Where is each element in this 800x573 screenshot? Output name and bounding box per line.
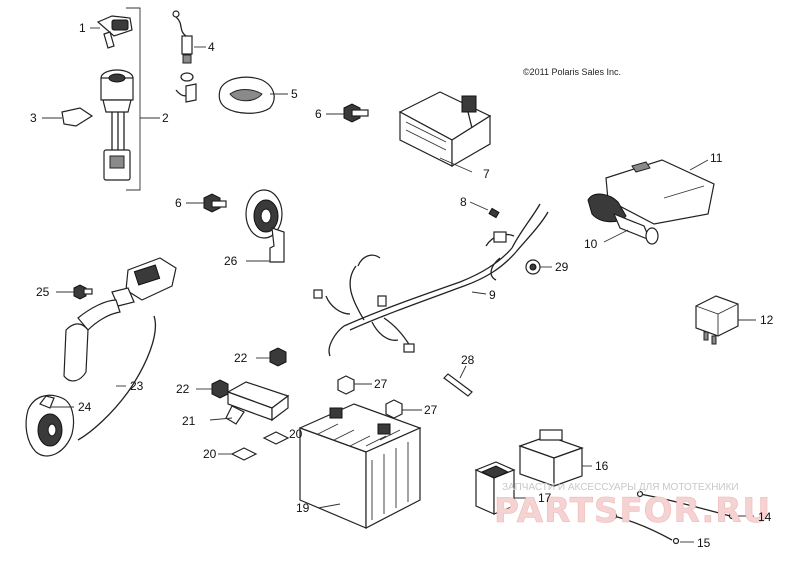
callout-3: 3 [30,111,37,125]
callout-19: 19 [296,501,310,515]
watermark-text: ЗАПЧАСТИ И АКСЕССУАРЫ ДЛЯ МОТОТЕХНИКИ [502,482,739,493]
part-5-cover [218,76,288,114]
callout-7: 7 [483,167,490,181]
callout-5: 5 [291,87,298,101]
callout-8: 8 [460,195,467,209]
callout-24: 24 [78,400,92,414]
callout-21: 21 [182,414,196,428]
part-19-battery [298,403,422,529]
callout-17: 17 [538,491,552,505]
part-29-grommet [525,259,552,275]
part-21-battery-strap [209,381,290,425]
callout-20-right: 20 [289,427,303,441]
callout-20-left: 20 [203,447,217,461]
callout-12: 12 [760,313,774,327]
callout-25: 25 [36,285,50,299]
callout-26: 26 [224,254,238,268]
callout-28: 28 [461,353,475,367]
callout-1: 1 [79,21,86,35]
part-10-switch [587,193,659,245]
part-16-fuse-box [518,429,592,487]
part-27-terminal-nut-upper [337,375,372,395]
callout-29: 29 [555,260,569,274]
part-11-cover [605,159,715,225]
watermark-logo: PARTSFOR.RU [494,491,771,531]
part-28-tube [443,365,473,397]
part-2-ignition-switch [100,69,134,181]
part-22-nut-upper [256,347,287,367]
part-4-connector [172,10,206,103]
callout-15: 15 [697,536,711,550]
callout-10: 10 [584,237,598,251]
callout-9: 9 [489,288,496,302]
callout-11: 11 [710,151,723,165]
part-1-ignition-key [90,15,133,49]
callout-23: 23 [130,379,144,393]
part-22-nut-lower [196,379,229,399]
callout-27-upper: 27 [374,377,388,391]
part-9-wiring-harness [313,203,549,357]
part-27-terminal-nut-lower [385,399,422,419]
part-6-bolt-lower [186,193,227,213]
callout-16: 16 [595,459,609,473]
part-24-ignition-coil [25,257,177,457]
part-12-relay [695,295,756,345]
callout-22-lower: 22 [176,382,190,396]
callout-2: 2 [162,111,169,125]
callout-4: 4 [208,40,215,54]
part-20-pad-right [262,431,290,445]
part-20-pad-left [218,447,258,461]
part-14-cable [636,490,754,520]
part-15-cable [610,512,694,545]
callout-6-lower: 6 [175,196,182,210]
part-3-clip [42,107,94,127]
callout-22-upper: 22 [234,351,248,365]
callout-27-lower: 27 [424,403,438,417]
part-26-horn [245,189,285,263]
callout-14: 14 [758,510,772,524]
part-8-screw [469,201,500,219]
part-25-bolt [56,284,93,300]
bracket-group-2 [126,7,160,191]
callout-labels: 1 2 3 4 5 6 6 7 8 9 10 11 12 14 15 16 17… [30,21,774,550]
callout-6-upper: 6 [315,107,322,121]
part-17-holder [474,461,534,515]
part-7-regulator [398,91,492,173]
copyright-text: ©2011 Polaris Sales Inc. [523,67,621,77]
part-6-bolt-upper [326,103,369,123]
part-23-spark-plug-wire [77,315,156,441]
